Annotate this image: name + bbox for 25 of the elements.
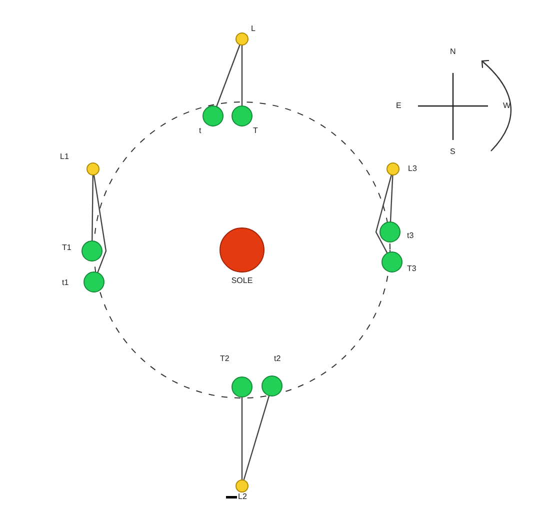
connector-line [243, 395, 270, 480]
compass-label: W [503, 101, 511, 111]
connector-line [93, 174, 107, 273]
body-label: L3 [408, 164, 417, 174]
body-label: t1 [62, 278, 69, 288]
body-label: t2 [274, 354, 281, 364]
body-label: T1 [62, 243, 72, 253]
connector-line [92, 175, 94, 241]
body-label: L [251, 24, 256, 34]
body-label: T [253, 126, 258, 136]
compass-label: N [450, 47, 456, 57]
body-label: T2 [220, 354, 230, 364]
connector-line [216, 44, 240, 107]
compass-label: S [450, 147, 456, 157]
connector-line [241, 397, 243, 480]
body-label: SOLE [230, 276, 254, 286]
body-label: t [199, 126, 202, 136]
body-label: L2 [238, 492, 247, 502]
body-label: L1 [60, 152, 69, 162]
compass-label: E [396, 101, 402, 111]
connector-line [241, 45, 243, 106]
connector-line [390, 174, 394, 222]
connector-line [375, 174, 392, 254]
body-label: t3 [407, 231, 414, 241]
body-label: T3 [407, 264, 416, 274]
